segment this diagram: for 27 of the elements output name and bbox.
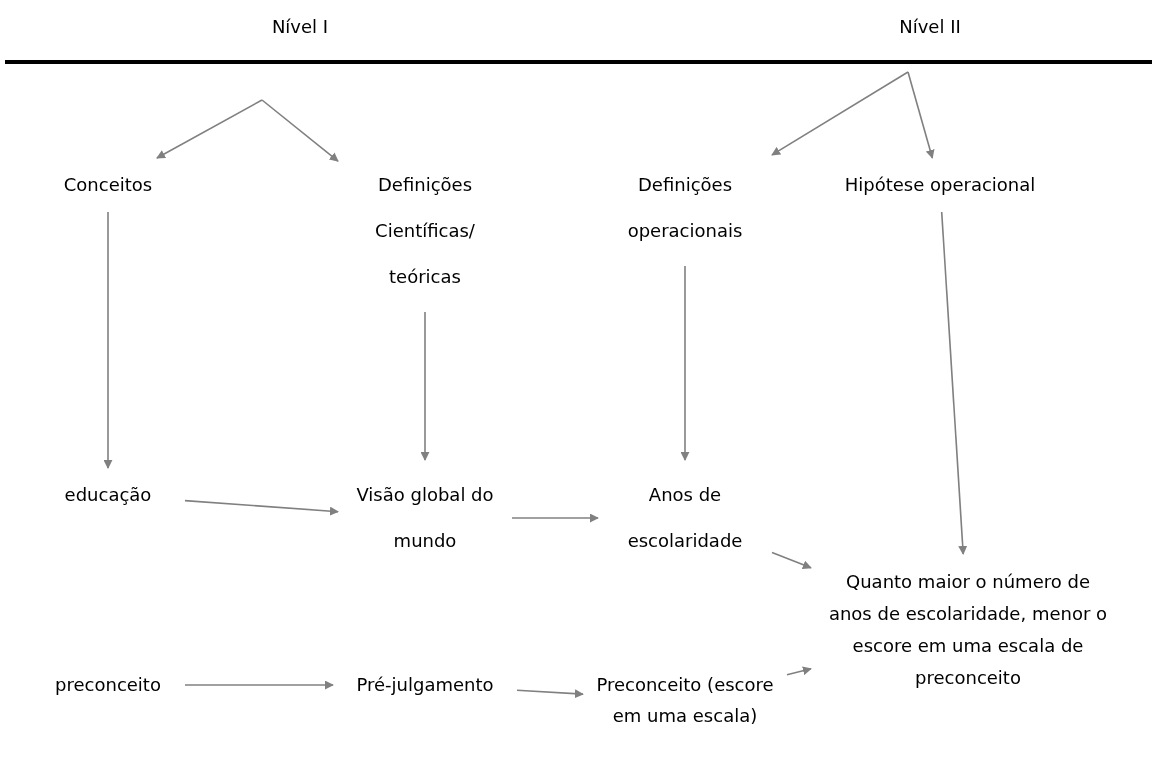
- node-label: Definições Científicas/ teóricas: [374, 173, 476, 289]
- arrow: [184, 680, 334, 690]
- arrow: [184, 499, 339, 516]
- arrow: [420, 311, 430, 461]
- node-label: Conceitos: [62, 173, 154, 197]
- arrow: [261, 99, 339, 162]
- node-label: Visão global do mundo: [355, 483, 495, 553]
- node-label: Nível I: [270, 15, 330, 39]
- node-label: Definições operacionais: [626, 173, 744, 243]
- node-label: Nível II: [898, 15, 962, 39]
- arrow: [511, 513, 599, 523]
- arrow: [771, 551, 812, 570]
- arrow: [103, 211, 113, 469]
- arrow: [940, 211, 968, 555]
- arrow: [786, 666, 812, 676]
- node-label: educação: [63, 483, 153, 507]
- arrow: [516, 689, 584, 699]
- node-label: Preconceito (escore em uma escala): [595, 673, 775, 728]
- node-label: Pré-julgamento: [355, 673, 495, 697]
- arrow: [771, 71, 909, 156]
- node-label: Quanto maior o número de anos de escolaridade, menor o escore em uma escala de preconceito: [827, 570, 1109, 690]
- arrow: [156, 99, 263, 159]
- arrow: [907, 71, 935, 159]
- arrow: [680, 265, 690, 461]
- node-label: Anos de escolaridade: [626, 483, 744, 553]
- node-label: preconceito: [54, 673, 162, 697]
- node-label: Hipótese operacional: [843, 173, 1037, 197]
